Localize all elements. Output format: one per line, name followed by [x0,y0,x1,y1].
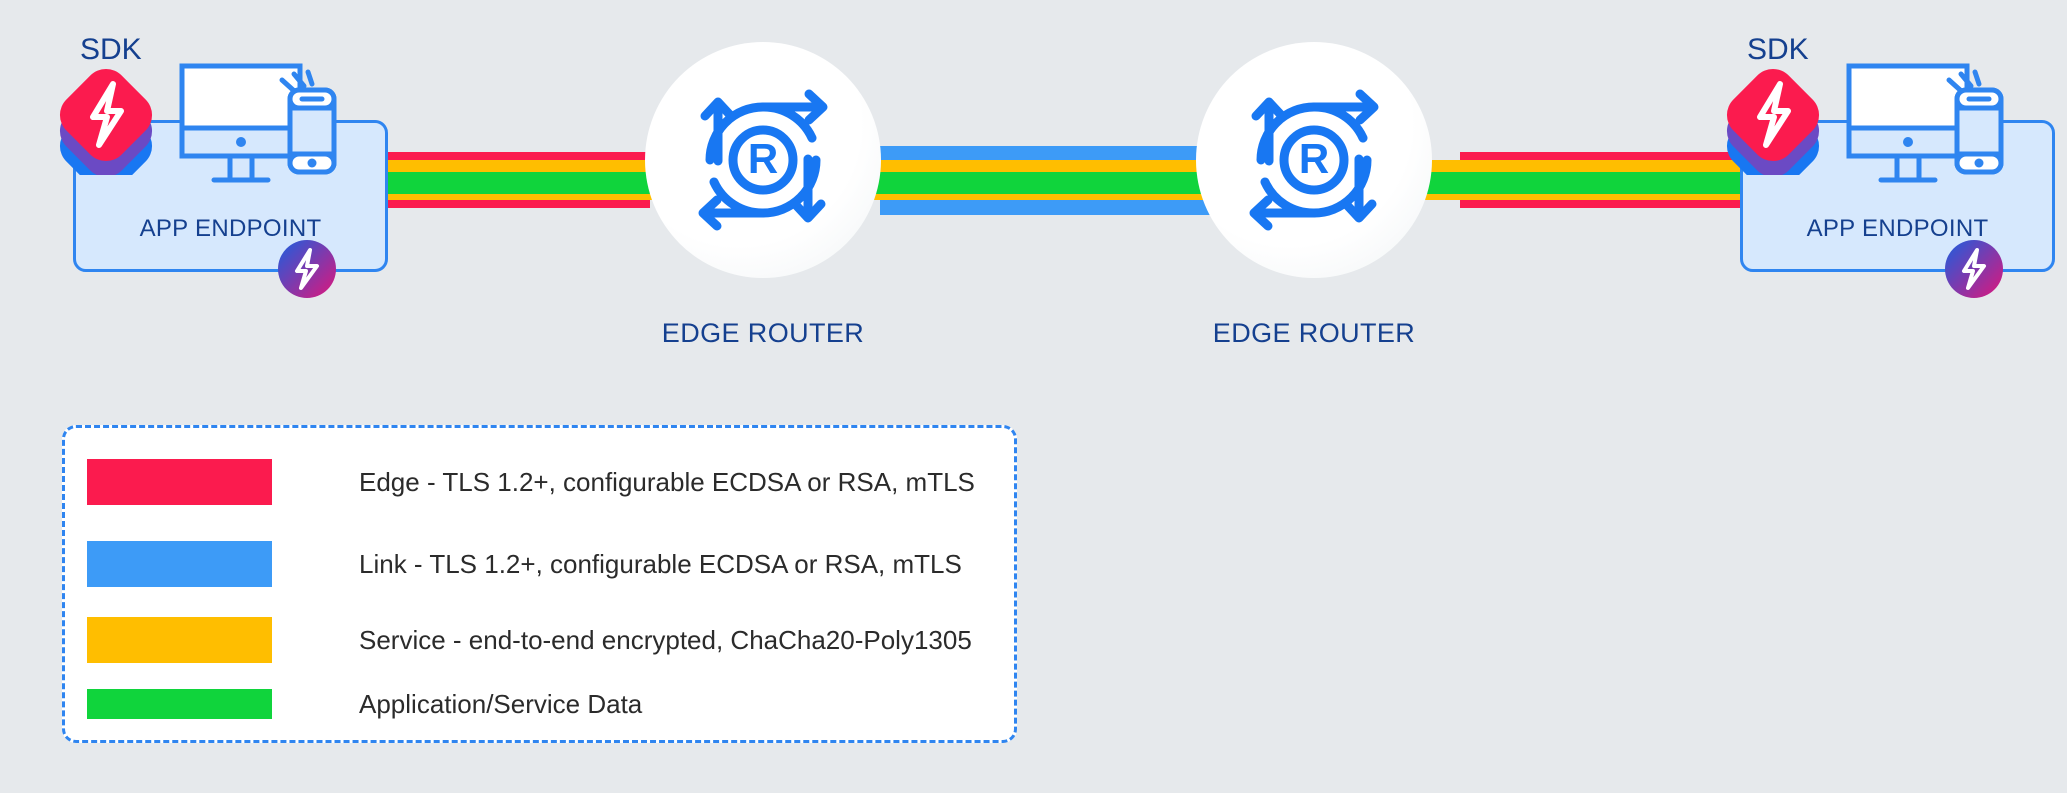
edge-swatch [87,459,272,505]
link-swatch [87,541,272,587]
left-sdk-label: SDK [80,33,142,66]
legend-item-application: Application/Service Data [87,678,642,730]
sdk-stack-icon [1720,65,1840,193]
left-router-label: EDGE ROUTER [661,318,865,348]
legend-item-label: Edge - TLS 1.2+, configurable ECDSA or R… [359,466,975,497]
cable-band-link-top [880,146,1230,161]
legend-item-label: Link - TLS 1.2+, configurable ECDSA or R… [359,548,962,579]
right-endpoint-label: APP ENDPOINT [1806,215,1989,242]
legend-panel: Edge - TLS 1.2+, configurable ECDSA or R… [62,425,1017,743]
legend-item-edge: Edge - TLS 1.2+, configurable ECDSA or R… [87,456,975,508]
edge-router-icon: R [1239,85,1389,235]
cable-band-application-data [340,172,1770,194]
cable-band-link-bottom [880,200,1230,215]
left-endpoint-label: APP ENDPOINT [139,215,322,242]
right-sdk-label: SDK [1747,33,1809,66]
application-swatch [87,689,272,719]
svg-text:R: R [1299,135,1329,182]
left-router-circle [645,42,881,278]
legend-item-service: Service - end-to-end encrypted, ChaCha20… [87,614,972,666]
lightning-badge-icon [1945,240,2003,298]
desktop-and-mobile-icon [1845,62,2005,187]
lightning-badge-icon [278,240,336,298]
desktop-and-mobile-icon [178,62,338,187]
legend-item-label: Application/Service Data [359,688,643,719]
service-swatch [87,617,272,663]
right-router-circle [1196,42,1432,278]
edge-router-icon: R [688,85,838,235]
sdk-stack-icon [53,65,173,193]
legend-item-label: Service - end-to-end encrypted, ChaCha20… [359,624,972,655]
svg-text:R: R [748,135,778,182]
legend-item-link: Link - TLS 1.2+, configurable ECDSA or R… [87,538,962,590]
right-router-label: EDGE ROUTER [1212,318,1416,348]
